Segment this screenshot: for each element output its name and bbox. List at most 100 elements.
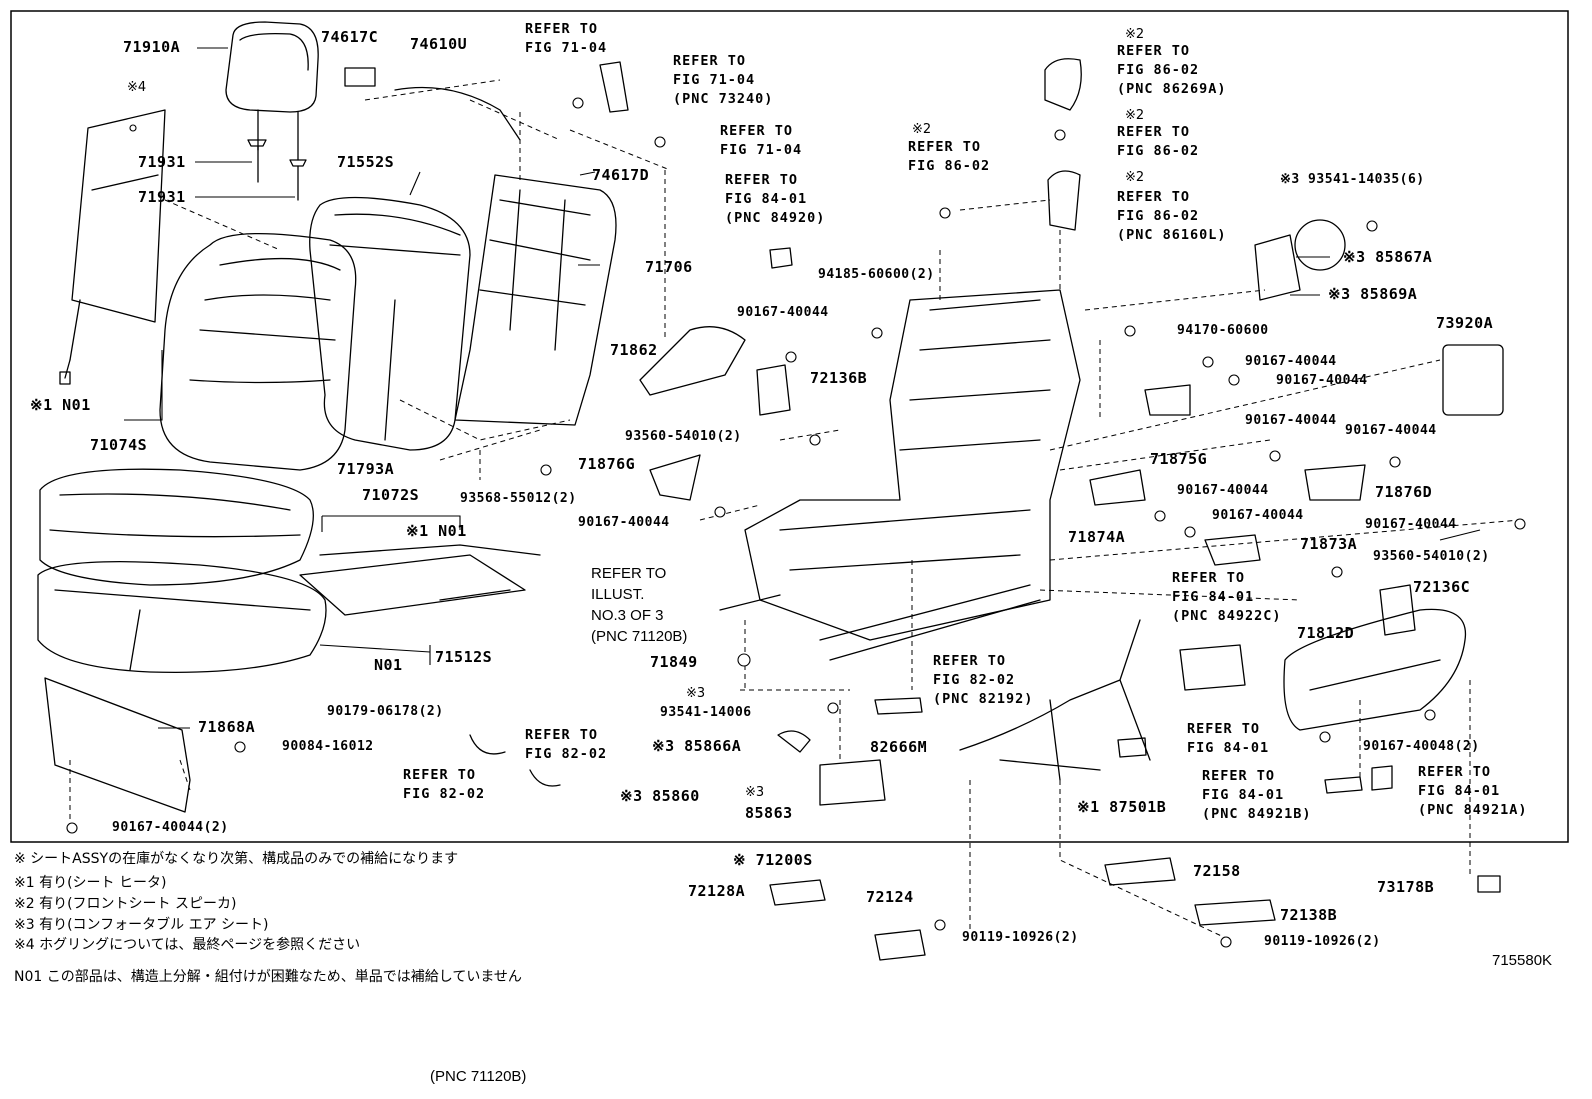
label-x2-c: ※2 bbox=[912, 122, 932, 137]
label-90167-a: 90167-40044 bbox=[737, 305, 829, 320]
label-90167-f: 90167-40044 bbox=[1345, 423, 1437, 438]
label-x2-d: ※2 bbox=[1125, 170, 1145, 185]
label-93560-a: 93560-54010(2) bbox=[625, 429, 742, 444]
side-shield-left bbox=[44, 677, 191, 813]
label-71552S: 71552S bbox=[337, 153, 395, 171]
label-90119-b: 90119-10926(2) bbox=[1264, 934, 1381, 949]
label-73920A: 73920A bbox=[1436, 314, 1494, 332]
label-71910A: 71910A bbox=[123, 38, 181, 56]
label-90119-a: 90119-10926(2) bbox=[962, 930, 1079, 945]
label-90167-i: 90167-40044 bbox=[1365, 517, 1457, 532]
seatback-pad bbox=[309, 196, 471, 451]
label-71931-a: 71931 bbox=[138, 153, 186, 171]
lumbar-unit bbox=[1254, 234, 1301, 301]
label-x3-85867A: ※3 85867A bbox=[1343, 248, 1433, 266]
cushion-heater-pad bbox=[299, 554, 526, 616]
label-71074S: 71074S bbox=[90, 436, 148, 454]
refer-fig-71-04-b: REFER TO FIG 71-04 (PNC 73240) bbox=[673, 53, 774, 107]
seat-cushion-pad bbox=[37, 561, 327, 674]
label-71876D: 71876D bbox=[1375, 483, 1433, 501]
refer-fig-84-01-e: REFER TO FIG 84-01 (PNC 84921A) bbox=[1418, 764, 1528, 818]
label-x1-n01-a: ※1 N01 bbox=[30, 396, 91, 414]
refer-illust-no3: REFER TO ILLUST. NO.3 OF 3 (PNC 71120B) bbox=[591, 565, 688, 645]
label-72124: 72124 bbox=[866, 888, 914, 906]
label-90167-b: 90167-40044 bbox=[578, 515, 670, 530]
wire-harness bbox=[959, 619, 1151, 781]
label-x1-n01-b: ※1 N01 bbox=[406, 522, 467, 540]
label-72138B: 72138B bbox=[1280, 906, 1338, 924]
refer-fig-82-02-c: REFER TO FIG 82-02 (PNC 82192) bbox=[933, 653, 1034, 707]
label-90167-bottom-left: 90167-40044(2) bbox=[112, 820, 229, 835]
label-x-71200S: ※ 71200S bbox=[733, 851, 813, 869]
label-x3-85860: ※3 85860 bbox=[620, 787, 700, 805]
label-71849: 71849 bbox=[650, 653, 698, 671]
refer-fig-86-02-d: REFER TO FIG 86-02 (PNC 86160L) bbox=[1117, 189, 1227, 243]
refer-fig-84-01-b: REFER TO FIG 84-01 (PNC 84922C) bbox=[1172, 570, 1282, 624]
label-90167-e: 90167-40044 bbox=[1245, 413, 1337, 428]
back-board bbox=[454, 174, 617, 426]
label-71873A: 71873A bbox=[1300, 535, 1358, 553]
label-74617D: 74617D bbox=[592, 166, 650, 184]
label-85863: 85863 bbox=[745, 804, 793, 822]
label-73178B: 73178B bbox=[1377, 878, 1435, 896]
label-x4: ※4 bbox=[127, 80, 147, 95]
label-90179: 90179-06178(2) bbox=[327, 704, 444, 719]
label-71862: 71862 bbox=[610, 341, 658, 359]
label-N01: N01 bbox=[374, 656, 403, 674]
back-heater-pad bbox=[71, 109, 166, 323]
label-x2-a: ※2 bbox=[1125, 27, 1145, 42]
seat-frame bbox=[744, 289, 1081, 641]
refer-fig-84-01-d: REFER TO FIG 84-01 (PNC 84921B) bbox=[1202, 768, 1312, 822]
label-72128A: 72128A bbox=[688, 882, 746, 900]
label-x3-a: ※3 bbox=[686, 686, 706, 701]
diagram-frame bbox=[10, 10, 1569, 843]
side-shield-right bbox=[1283, 608, 1467, 731]
refer-fig-86-02-c: REFER TO FIG 86-02 bbox=[1117, 124, 1200, 159]
label-90167-h: 90167-40044 bbox=[1212, 508, 1304, 523]
label-x3-93541: ※3 93541-14035(6) bbox=[1280, 172, 1425, 187]
label-71931-b: 71931 bbox=[138, 188, 186, 206]
label-90167-d: 90167-40044 bbox=[1276, 373, 1368, 388]
note-line-6: N01 この部品は、構造上分解・組付けが困難なため、単品では補給していません bbox=[14, 969, 522, 985]
label-71512S: 71512S bbox=[435, 648, 493, 666]
label-74617C: 74617C bbox=[321, 28, 379, 46]
refer-fig-84-01-c: REFER TO FIG 84-01 bbox=[1187, 721, 1270, 756]
headrest-shape bbox=[225, 21, 319, 113]
label-72158: 72158 bbox=[1193, 862, 1241, 880]
label-71706: 71706 bbox=[645, 258, 693, 276]
label-71874A: 71874A bbox=[1068, 528, 1126, 546]
label-94170: 94170-60600 bbox=[1177, 323, 1269, 338]
label-x2-b: ※2 bbox=[1125, 108, 1145, 123]
note-line-3: ※2 有り(フロントシート スピーカ) bbox=[14, 896, 237, 912]
label-90167-g: 90167-40044 bbox=[1177, 483, 1269, 498]
label-90167-48: 90167-40048(2) bbox=[1363, 739, 1480, 754]
label-x3-b: ※3 bbox=[745, 785, 765, 800]
label-74610U: 74610U bbox=[410, 35, 468, 53]
label-90084: 90084-16012 bbox=[282, 739, 374, 754]
label-x1-87501B: ※1 87501B bbox=[1077, 798, 1167, 816]
label-71876G: 71876G bbox=[578, 455, 636, 473]
label-71072S: 71072S bbox=[362, 486, 420, 504]
refer-fig-82-02-a: REFER TO FIG 82-02 bbox=[525, 727, 608, 762]
note-line-4: ※3 有り(コンフォータブル エア シート) bbox=[14, 917, 269, 933]
label-x3-85866A: ※3 85866A bbox=[652, 737, 742, 755]
label-94185: 94185-60600(2) bbox=[818, 267, 935, 282]
label-82666M: 82666M bbox=[870, 738, 928, 756]
label-93541-b: 93541-14006 bbox=[660, 705, 752, 720]
refer-fig-86-02-b: REFER TO FIG 86-02 (PNC 86269A) bbox=[1117, 43, 1227, 97]
airbag-module bbox=[1442, 344, 1504, 416]
label-71793A: 71793A bbox=[337, 460, 395, 478]
label-93568: 93568-55012(2) bbox=[460, 491, 577, 506]
seat-cushion-cover bbox=[39, 468, 314, 586]
bottom-caption: (PNC 71120B) bbox=[430, 1068, 527, 1085]
note-line-1: ※ シートASSYの在庫がなくなり次第、構成品のみでの補給になります bbox=[14, 851, 459, 867]
refer-fig-84-01-a: REFER TO FIG 84-01 (PNC 84920) bbox=[725, 172, 826, 226]
label-90167-c: 90167-40044 bbox=[1245, 354, 1337, 369]
refer-fig-82-02-b: REFER TO FIG 82-02 bbox=[403, 767, 486, 802]
label-72136C: 72136C bbox=[1413, 578, 1471, 596]
label-93560-b: 93560-54010(2) bbox=[1373, 549, 1490, 564]
label-71812D: 71812D bbox=[1297, 624, 1355, 642]
seatback-cover bbox=[159, 232, 357, 471]
refer-fig-71-04-c: REFER TO FIG 71-04 bbox=[720, 123, 803, 158]
